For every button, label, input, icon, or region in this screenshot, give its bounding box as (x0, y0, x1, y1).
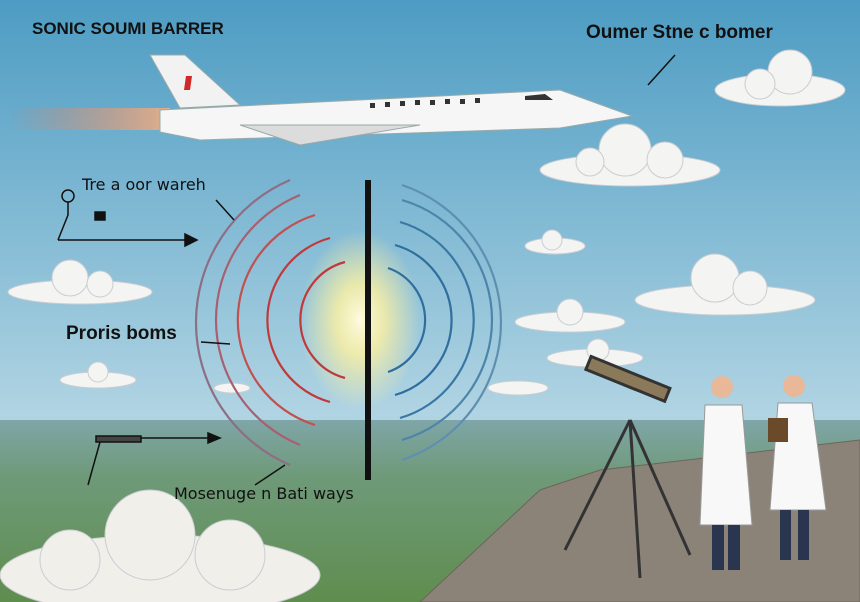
cloud (514, 298, 626, 333)
telescope-tripod (563, 354, 692, 579)
clouds (0, 49, 846, 602)
foreground-cloud (0, 489, 321, 602)
cloud (7, 259, 153, 305)
cloud (524, 229, 586, 255)
cloud (487, 380, 549, 396)
cloud (59, 361, 137, 389)
cloud (714, 49, 846, 107)
jet-label: Oumer Stne c bomer (586, 22, 773, 43)
wave-label: Tre a oor wareh (82, 175, 206, 194)
sky (0, 0, 860, 430)
scientist-right (768, 375, 827, 560)
barrier-line (365, 180, 371, 480)
ground-label: Mosenuge n Bati ways (174, 484, 354, 503)
booms-label: Proris boms (66, 323, 177, 344)
shock-waves (194, 178, 502, 467)
leader-lines (57, 54, 676, 486)
cloud (634, 253, 816, 316)
scientist-left (699, 376, 753, 570)
diagram-title: SONIC SOUMI BARRER (32, 19, 224, 38)
cloud (539, 123, 721, 187)
supersonic-jet (10, 54, 634, 146)
